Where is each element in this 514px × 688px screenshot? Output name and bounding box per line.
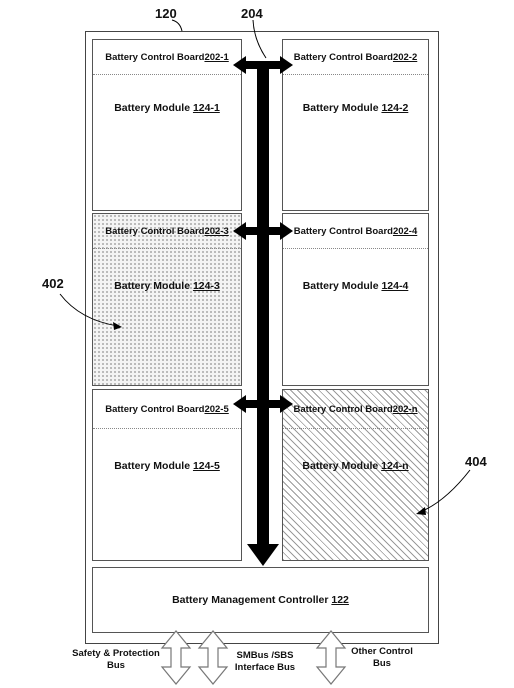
battery-module-4: Battery Control Board 202-4 Battery Modu…	[282, 213, 429, 386]
leader-402-arrowhead	[113, 322, 122, 330]
battery-module-2-label: Battery Module 124-2	[302, 102, 409, 114]
ref-120: 120	[155, 6, 177, 21]
leader-404	[419, 469, 471, 513]
bus-connector-row-2	[233, 222, 293, 240]
bmc-label: Battery Management Controller 122	[172, 594, 349, 606]
battery-management-controller: Battery Management Controller 122	[92, 567, 429, 633]
battery-module-5: Battery Control Board 202-5 Battery Modu…	[92, 389, 242, 561]
other-bus-arrow	[315, 630, 347, 685]
battery-control-board-4: Battery Control Board 202-4	[283, 214, 428, 249]
battery-module-n: Battery Control Board 202-n Battery Modu…	[282, 389, 429, 561]
leader-402	[59, 293, 119, 327]
safety-bus-arrow	[160, 630, 192, 685]
leader-204	[252, 19, 267, 59]
battery-module-1: Battery Control Board 202-1 Battery Modu…	[92, 39, 242, 211]
leader-404-arrowhead	[416, 507, 426, 515]
battery-control-board-1: Battery Control Board 202-1	[93, 40, 241, 75]
battery-control-board-3: Battery Control Board 202-3	[93, 214, 241, 249]
battery-control-board-2: Battery Control Board 202-2	[283, 40, 428, 75]
battery-module-5-label: Battery Module 124-5	[114, 460, 220, 472]
bus-connector-row-1	[233, 56, 293, 74]
ref-402: 402	[42, 276, 64, 291]
battery-module-3-label: Battery Module 124-3	[114, 280, 220, 292]
battery-control-board-n: Battery Control Board 202-n	[283, 390, 428, 429]
leader-120	[171, 19, 183, 32]
battery-module-2: Battery Control Board 202-2 Battery Modu…	[282, 39, 429, 211]
battery-control-board-5: Battery Control Board 202-5	[93, 390, 241, 429]
battery-module-4-label: Battery Module 124-4	[302, 280, 409, 292]
ref-404: 404	[465, 454, 487, 469]
main-bus-arrowhead	[247, 544, 279, 566]
battery-module-1-label: Battery Module 124-1	[114, 102, 220, 114]
main-bus	[257, 62, 269, 546]
smbus-arrow	[197, 630, 229, 685]
battery-module-3: Battery Control Board 202-3 Battery Modu…	[92, 213, 242, 386]
bus-connector-row-3	[233, 395, 293, 413]
ref-204: 204	[241, 6, 263, 21]
battery-module-n-label: Battery Module 124-n	[302, 460, 409, 472]
